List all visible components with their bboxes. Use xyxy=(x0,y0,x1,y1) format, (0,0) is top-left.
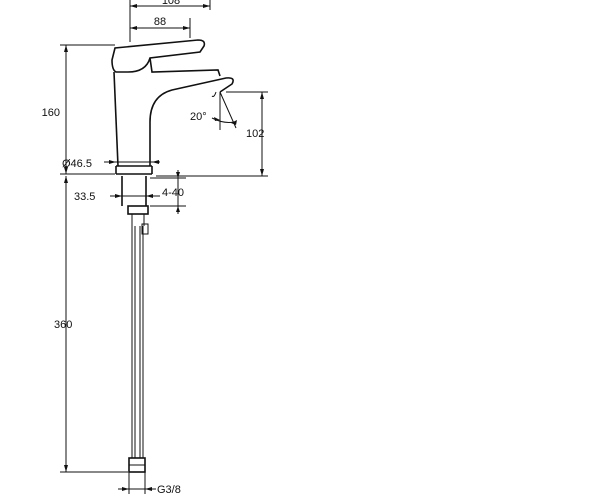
dim-label-diameter: Ø46.5 xyxy=(62,158,92,170)
dim-label-33-5: 33.5 xyxy=(74,191,95,203)
arrow-head xyxy=(115,194,122,198)
deck-thickness-dimension: 4-40 xyxy=(150,170,186,214)
body-left-edge xyxy=(113,71,119,167)
dim-label-102: 102 xyxy=(246,128,264,140)
thread-dimension: G3/8 xyxy=(118,472,181,496)
arrow-head xyxy=(64,176,68,183)
arrow-head xyxy=(176,206,180,212)
shank-width-dimension: 33.5 xyxy=(74,191,160,203)
arrow-head xyxy=(203,4,210,8)
arrow-head xyxy=(260,169,264,176)
arrow-head xyxy=(214,117,220,121)
top-dimensions: 108 88 xyxy=(129,0,211,42)
faucet-body xyxy=(111,39,234,175)
arrow-head xyxy=(145,487,152,491)
mounting-nut xyxy=(127,205,149,215)
arrow-head xyxy=(231,120,237,125)
spout-outlet xyxy=(211,91,217,97)
dim-label-88: 88 xyxy=(154,16,166,28)
arrow-head xyxy=(64,465,68,472)
fixing-screw xyxy=(141,223,149,235)
dim-label-g3-8: G3/8 xyxy=(157,484,181,496)
arrow-head xyxy=(130,26,137,30)
dim-label-360: 360 xyxy=(54,319,72,331)
arrow-head xyxy=(122,487,129,491)
base-diameter-dimension: Ø46.5 xyxy=(62,158,160,170)
arrow-head xyxy=(64,45,68,52)
arrow-head xyxy=(260,92,264,99)
arrow-head xyxy=(183,26,190,30)
dim-label-160: 160 xyxy=(42,107,60,119)
spout-outline xyxy=(149,77,234,166)
flexible-hoses xyxy=(128,226,146,473)
spout-angle-dimension: 20° xyxy=(190,91,237,130)
dim-label-108: 108 xyxy=(162,0,180,7)
arrow-head xyxy=(152,160,159,164)
spout-height-dimension: 102 xyxy=(156,91,268,177)
body-height-dimension: 160 xyxy=(42,44,115,175)
dim-label-4-40: 4-40 xyxy=(162,187,184,199)
handle-lever xyxy=(111,39,206,73)
angle-arc xyxy=(211,117,235,123)
arrow-head xyxy=(176,172,180,178)
mounting-shank xyxy=(121,176,149,235)
arrow-head xyxy=(109,160,116,164)
dim-label-20: 20° xyxy=(190,111,207,123)
arrow-head xyxy=(130,4,137,8)
arrow-head xyxy=(64,167,68,174)
hose-length-dimension: 360 xyxy=(54,176,128,473)
arrow-head xyxy=(146,194,153,198)
spout-top-edge xyxy=(149,57,221,77)
